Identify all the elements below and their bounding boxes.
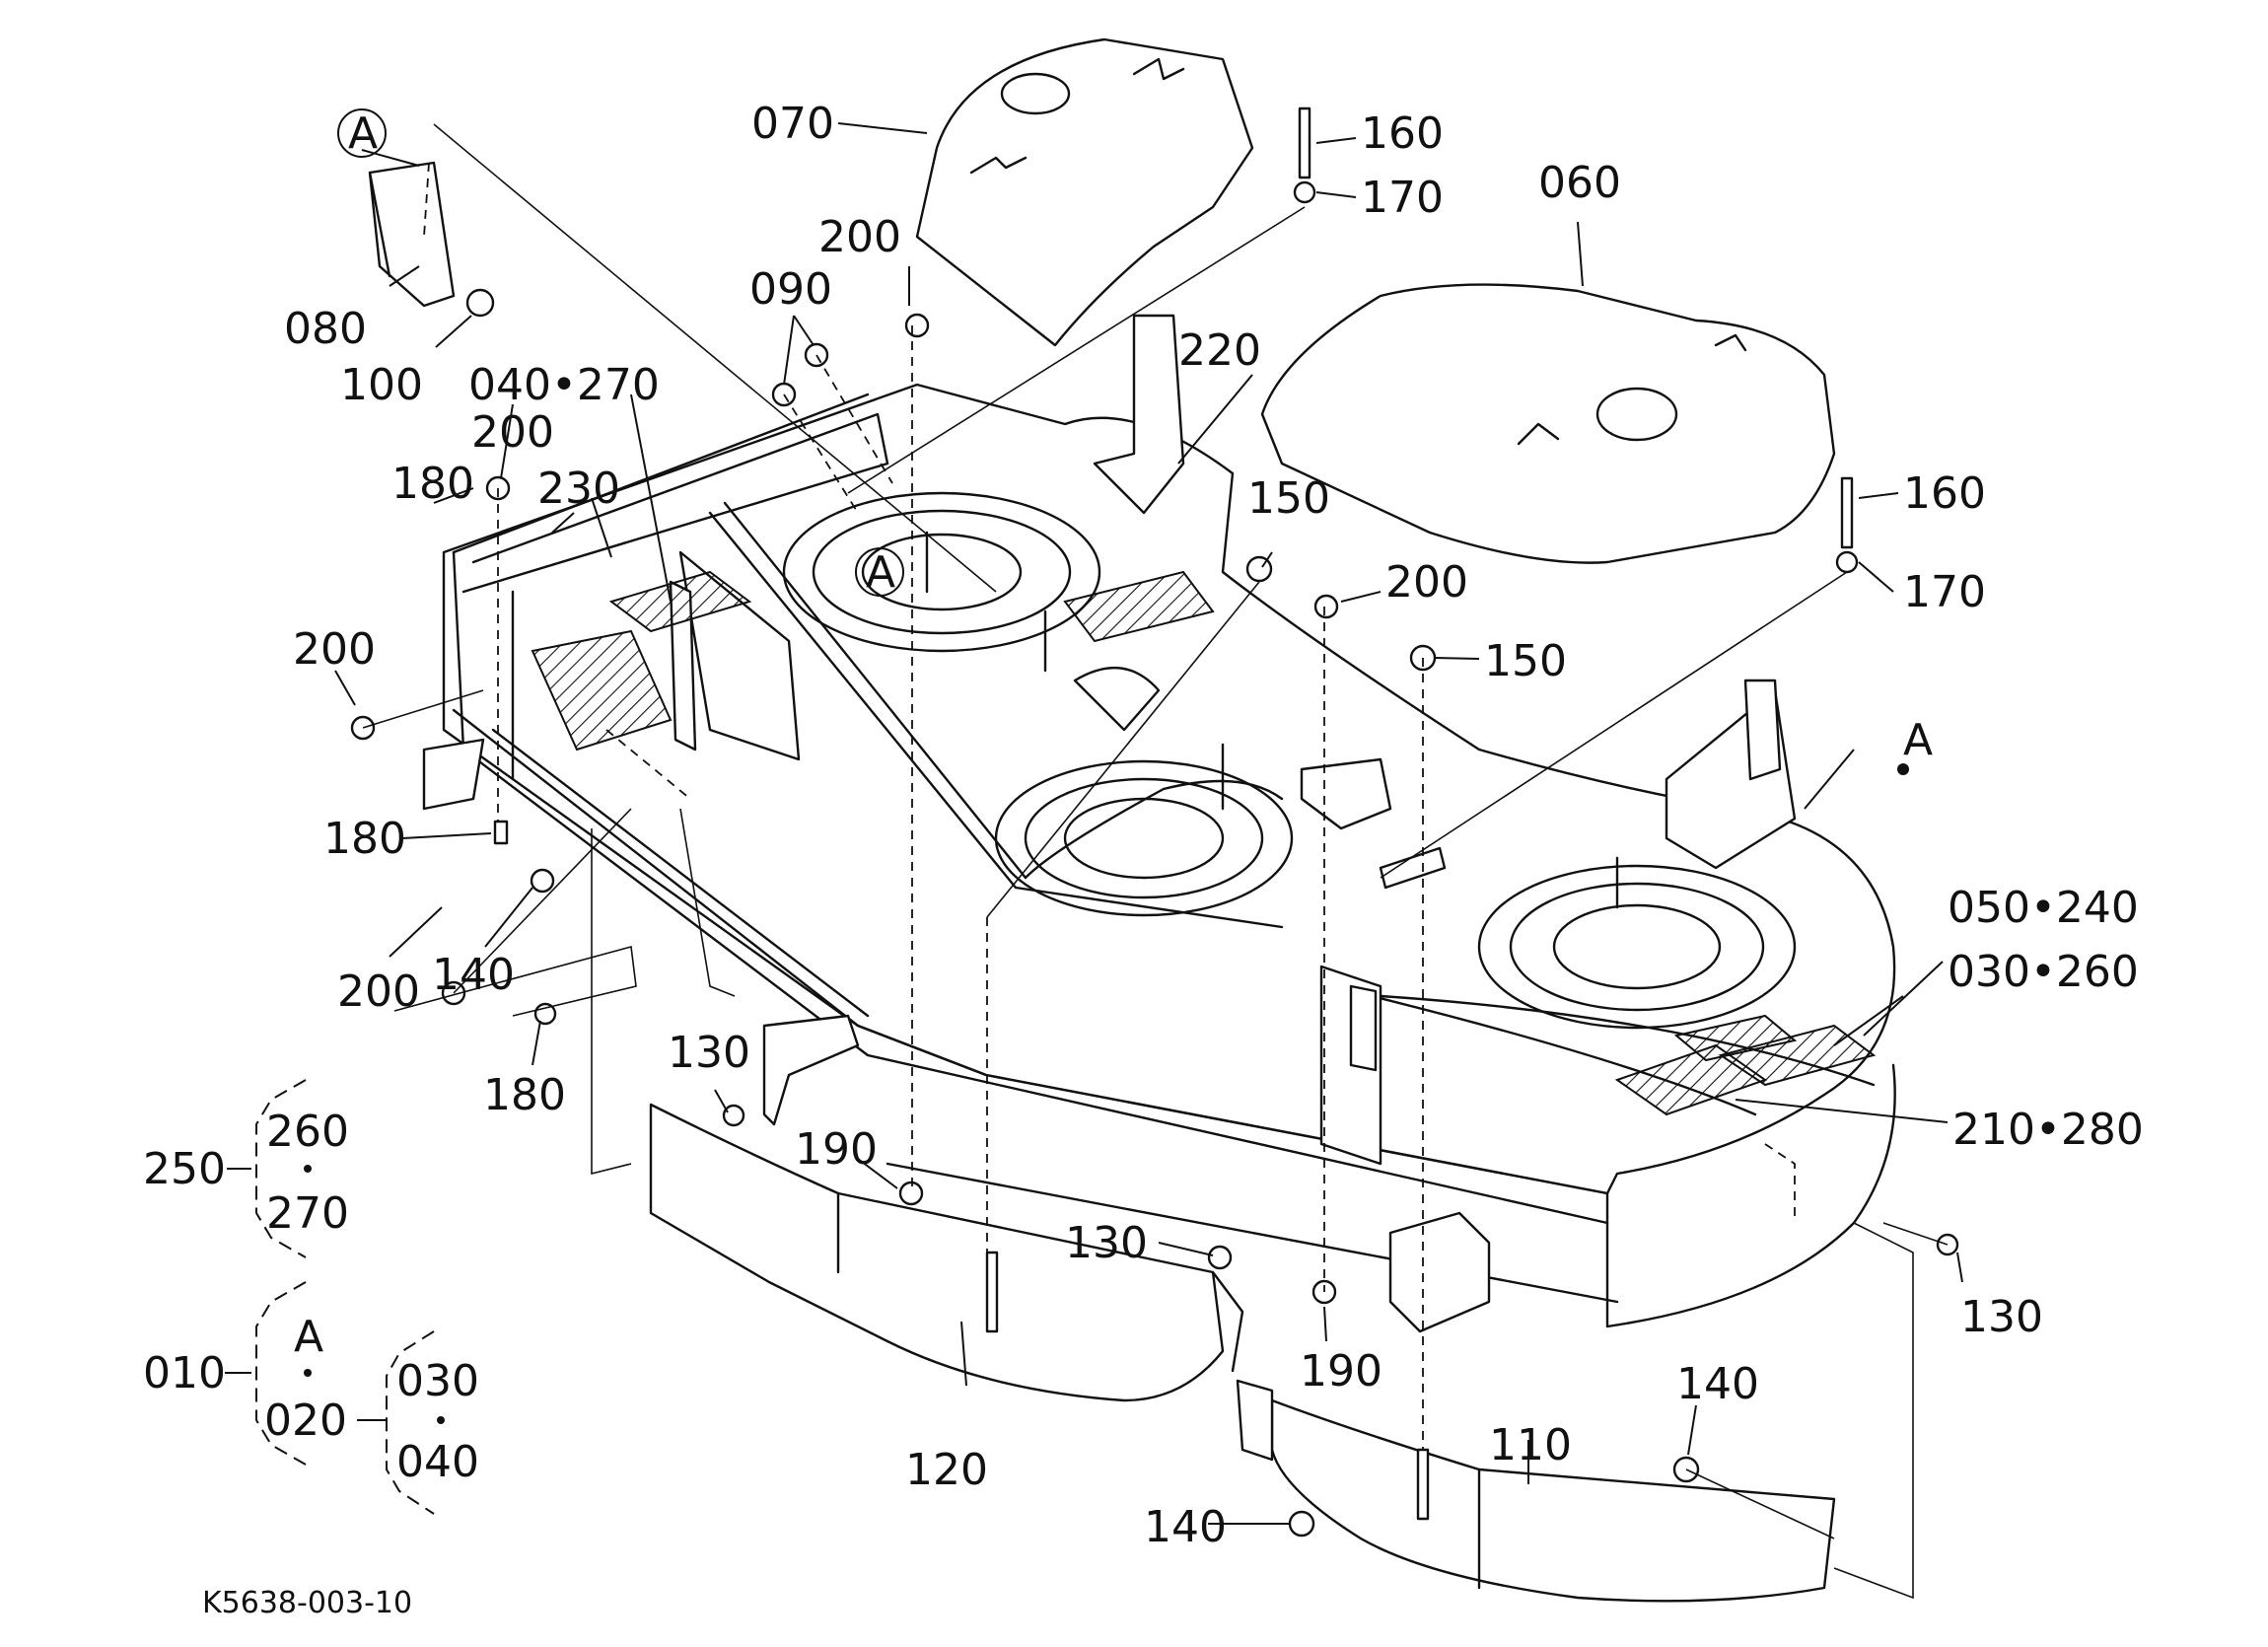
ref-a-circle-deck: A [866,547,895,598]
callout-210-280: 210•280 [1952,1105,2144,1155]
group-250-label: 250 [143,1144,226,1194]
callout-labels: 070 160 170 060 200 090 220 080 100 040•… [284,99,2144,1552]
group-010-item-a: A [294,1312,323,1362]
callout-140-right: 140 [1676,1359,1759,1409]
callout-160-right: 160 [1903,468,1986,519]
drawing-id: K5638-003-10 [202,1586,412,1620]
callout-180-top: 180 [391,459,474,509]
callout-030-260: 030•260 [1948,947,2139,997]
group-250-item-260: 260 [266,1107,349,1157]
callout-150-upper: 150 [1247,473,1330,524]
group-020-item-040: 040 [396,1437,479,1487]
group-250-item-270: 270 [266,1188,349,1239]
mower-deck [422,314,1896,1333]
callout-230: 230 [537,464,620,514]
callout-060: 060 [1538,158,1621,208]
group-010: 010 A 020 [143,1281,387,1466]
belt-cover-070 [915,37,1254,347]
callout-170-right: 170 [1903,567,1986,617]
ref-a-circle-top: A [348,108,378,159]
callout-200-left-upper: 200 [471,407,554,458]
callout-180-bottom: 180 [483,1070,566,1120]
ref-a-point: A [1903,715,1933,765]
callout-090: 090 [749,264,832,315]
callout-190-left: 190 [795,1124,878,1175]
hardware [350,107,1959,1600]
group-020-item-030: 030 [396,1356,479,1406]
group-010-item-020: 020 [264,1396,347,1446]
callout-200-bottom: 200 [337,967,420,1017]
reference-marks: A A A [337,108,1933,775]
callout-120: 120 [905,1445,988,1495]
callout-050-240: 050•240 [1948,883,2139,933]
callout-130-left: 130 [668,1028,750,1078]
callout-140-bottom: 140 [1144,1502,1227,1552]
front-guards [649,1103,1836,1603]
belt-cover-060 [1260,283,1836,564]
callout-140-left: 140 [432,950,515,1000]
callout-110: 110 [1489,1420,1572,1470]
callout-190-mid: 190 [1300,1346,1382,1396]
callout-220: 220 [1178,325,1261,376]
callout-130-mid: 130 [1065,1218,1148,1268]
callout-040-270: 040•270 [468,360,660,410]
callout-130-right: 130 [1960,1292,2043,1342]
callout-180-mid: 180 [323,814,406,864]
callout-150-lower: 150 [1484,636,1567,686]
callout-070: 070 [751,99,834,149]
callout-200-mid: 200 [1385,557,1468,608]
callout-080: 080 [284,304,367,354]
group-250: 250 260 270 [143,1079,349,1258]
callout-160-top: 160 [1361,108,1444,159]
group-010-label: 010 [143,1348,226,1398]
deflector-080 [368,161,456,308]
group-020: 030 040 [386,1330,479,1515]
callout-100: 100 [340,360,423,410]
leader-lines [334,122,1963,1525]
callout-200-top: 200 [818,212,901,262]
callout-200-left: 200 [293,624,376,675]
callout-170-top: 170 [1361,173,1444,223]
